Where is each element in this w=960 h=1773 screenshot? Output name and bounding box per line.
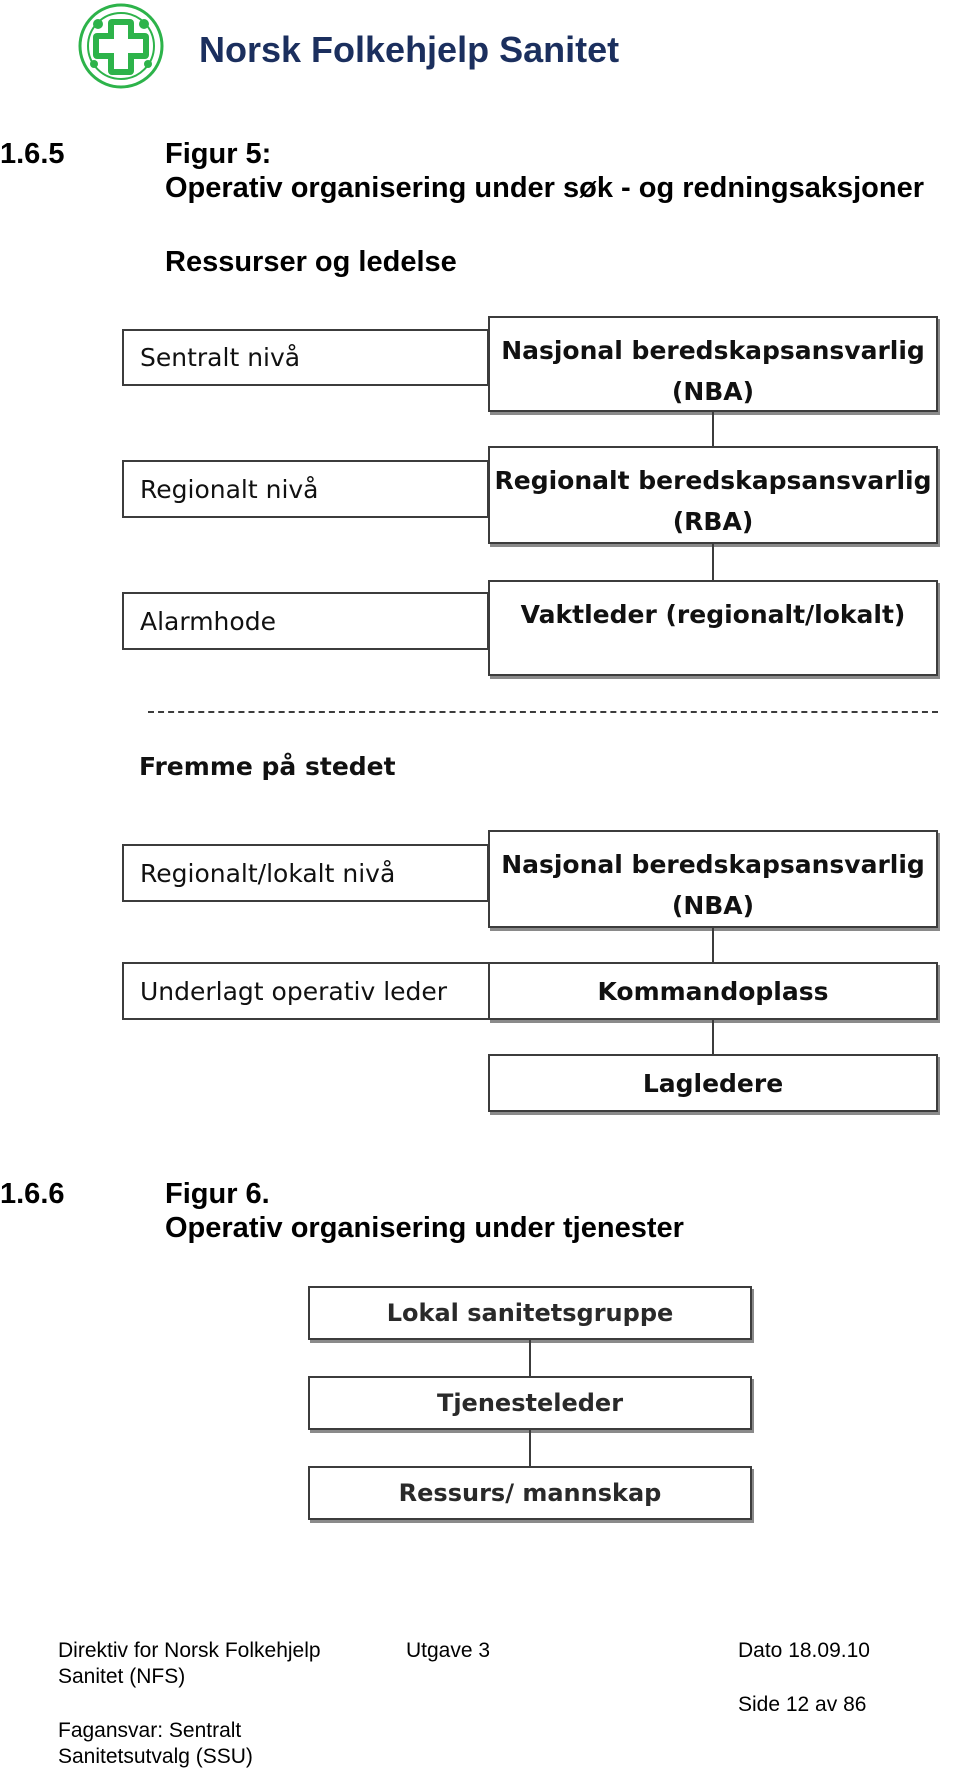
role-box-kommandoplass: Kommandoplass bbox=[488, 962, 938, 1020]
role-label: Kommandoplass bbox=[597, 976, 829, 1006]
figure-label: Figur 5: bbox=[165, 138, 272, 170]
role-box-nba-onsite: Nasjonal beredskapsansvarlig (NBA) bbox=[488, 830, 938, 928]
role-label: Nasjonal beredskapsansvarlig bbox=[501, 850, 925, 879]
role-label: Nasjonal beredskapsansvarlig bbox=[501, 336, 925, 365]
level-box-regionalt: Regionalt nivå bbox=[122, 460, 489, 518]
footer-directive: Direktiv for Norsk Folkehjelp Sanitet (N… bbox=[58, 1638, 321, 1690]
level-label: Regionalt/lokalt nivå bbox=[140, 858, 396, 888]
role-box-rba: Regionalt beredskapsansvarlig (RBA) bbox=[488, 446, 938, 544]
footer-page-number: Side 12 av 86 bbox=[738, 1693, 867, 1716]
figure-title: Operativ organisering under søk - og red… bbox=[165, 172, 924, 204]
footer-responsible-line2: Sanitetsutvalg (SSU) bbox=[58, 1745, 253, 1768]
footer-responsible-line1: Fagansvar: Sentralt bbox=[58, 1719, 242, 1742]
dashed-separator bbox=[148, 711, 938, 713]
figure-subheading: Ressurser og ledelse bbox=[165, 246, 457, 278]
level-label: Underlagt operativ leder bbox=[140, 976, 448, 1006]
role-box-lagledere: Lagledere bbox=[488, 1054, 938, 1112]
role-abbreviation: (NBA) bbox=[671, 891, 755, 920]
level-label: Alarmhode bbox=[140, 606, 276, 636]
role-label: Regionalt beredskapsansvarlig bbox=[494, 466, 932, 495]
org-box: Lokal sanitetsgruppe bbox=[308, 1286, 752, 1340]
figure-label: Figur 6. bbox=[165, 1178, 270, 1210]
role-label: Vaktleder (regionalt/lokalt) bbox=[520, 600, 906, 629]
section-number: 1.6.6 bbox=[0, 1178, 65, 1210]
footer-directive-line1: Direktiv for Norsk Folkehjelp bbox=[58, 1639, 321, 1662]
footer-edition: Utgave 3 bbox=[406, 1639, 491, 1662]
role-abbreviation: (NBA) bbox=[671, 377, 755, 406]
section-number: 1.6.5 bbox=[0, 138, 65, 170]
connector-line bbox=[712, 928, 714, 962]
level-label: Regionalt nivå bbox=[140, 474, 319, 504]
connector-line bbox=[529, 1340, 531, 1376]
organization-logo bbox=[78, 2, 164, 92]
level-box-sentralt: Sentralt nivå bbox=[122, 329, 489, 386]
org-box: Tjenesteleder bbox=[308, 1376, 752, 1430]
level-label: Sentralt nivå bbox=[140, 343, 301, 372]
sanitet-cross-logo-icon bbox=[78, 3, 164, 89]
org-box: Ressurs/ mannskap bbox=[308, 1466, 752, 1520]
connector-line bbox=[712, 544, 714, 580]
role-label: Lagledere bbox=[642, 1068, 784, 1098]
footer-directive-line2: Sanitet (NFS) bbox=[58, 1665, 186, 1688]
on-site-label: Fremme på stedet bbox=[139, 752, 396, 781]
footer-responsible: Fagansvar: Sentralt Sanitetsutvalg (SSU) bbox=[58, 1718, 253, 1770]
role-box-nba: Nasjonal beredskapsansvarlig (NBA) bbox=[488, 316, 938, 412]
role-abbreviation: (RBA) bbox=[672, 507, 754, 536]
level-box-regionalt-lokalt: Regionalt/lokalt nivå bbox=[122, 844, 489, 902]
organization-title: Norsk Folkehjelp Sanitet bbox=[199, 29, 620, 70]
level-box-alarmhode: Alarmhode bbox=[122, 592, 489, 650]
figure-title: Operativ organisering under tjenester bbox=[165, 1212, 684, 1244]
connector-line bbox=[712, 1020, 714, 1054]
connector-line bbox=[712, 412, 714, 446]
level-box-underlagt: Underlagt operativ leder bbox=[122, 962, 492, 1020]
role-box-vaktleder: Vaktleder (regionalt/lokalt) bbox=[488, 580, 938, 676]
footer-date: Dato 18.09.10 bbox=[738, 1639, 870, 1662]
connector-line bbox=[529, 1430, 531, 1466]
